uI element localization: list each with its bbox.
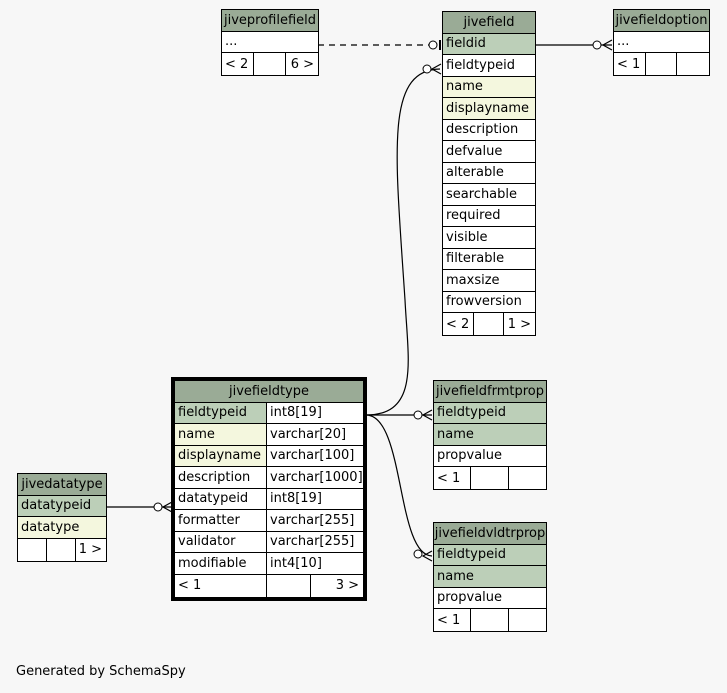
edge-marker-crow xyxy=(421,409,433,421)
column-type: varchar[20] xyxy=(266,423,364,446)
column-name-indexed: displayname xyxy=(174,444,267,467)
table-row: maxsize xyxy=(442,269,536,292)
column-name: description xyxy=(174,466,267,489)
column-name-indexed: name xyxy=(174,423,267,446)
column-name: datatypeid xyxy=(174,487,267,510)
table-row-indexed: name xyxy=(442,75,536,98)
nav-next[interactable]: 1 > xyxy=(503,312,536,336)
table-row-pk: name xyxy=(433,423,547,446)
column-name: formatter xyxy=(174,509,267,532)
edge-marker-circle xyxy=(422,64,432,74)
table-row: propvalue xyxy=(433,444,547,467)
nav-next[interactable]: 1 > xyxy=(74,537,108,562)
table-title: jivefieldfrmtprop xyxy=(433,380,547,403)
column-type: int8[19] xyxy=(266,401,364,424)
column-type: varchar[100] xyxy=(266,444,364,467)
table-row: alterable xyxy=(442,161,536,184)
edge-marker-circle xyxy=(592,40,602,50)
edge-marker-circle xyxy=(428,40,438,50)
table-title: jiveprofilefield xyxy=(221,9,319,32)
table-row: searchable xyxy=(442,183,536,206)
nav-next[interactable] xyxy=(676,52,710,76)
nav-prev[interactable]: < 2 xyxy=(221,52,254,76)
table-row: ... xyxy=(613,30,710,53)
edge-marker-circle xyxy=(413,549,423,559)
column-type: int4[10] xyxy=(266,552,364,575)
nav-next[interactable]: 6 > xyxy=(285,52,319,76)
table-row-indexed: datatype xyxy=(17,516,107,539)
table-row-pk: fieldtypeid xyxy=(433,401,547,424)
table-jivefieldvldtrprop[interactable]: jivefieldvldtrprop fieldtypeid name prop… xyxy=(432,522,548,632)
table-row: visible xyxy=(442,226,536,249)
column-type: varchar[1000] xyxy=(266,466,364,489)
nav-prev[interactable]: < 1 xyxy=(432,608,472,632)
table-jivedatatype[interactable]: jivedatatype datatypeid datatype 1 > xyxy=(17,473,108,562)
column-type: varchar[255] xyxy=(266,509,364,532)
nav-prev[interactable] xyxy=(17,537,47,562)
nav-mid xyxy=(253,52,286,76)
column-type: int8[19] xyxy=(266,487,364,510)
edge-marker-crow xyxy=(601,39,613,51)
column-name: validator xyxy=(174,530,267,553)
nav-mid xyxy=(470,608,509,632)
nav-prev[interactable]: < 2 xyxy=(442,312,474,336)
table-row-pk: fieldtypeid xyxy=(433,543,547,566)
table-row: frowversion xyxy=(442,290,536,313)
table-title: jivefieldoption xyxy=(613,9,710,32)
table-row: fieldtypeid xyxy=(442,54,536,77)
nav-next[interactable]: 3 > xyxy=(310,573,364,598)
table-row: ... xyxy=(221,30,319,53)
table-jivefieldfrmtprop[interactable]: jivefieldfrmtprop fieldtypeid name propv… xyxy=(432,380,548,490)
edge-marker-circle xyxy=(413,410,423,420)
table-row: filterable xyxy=(442,247,536,270)
generated-by-footer: Generated by SchemaSpy xyxy=(16,664,186,679)
table-row-pk: name xyxy=(433,565,547,588)
column-name: modifiable xyxy=(174,552,267,575)
table-jivefieldoption[interactable]: jivefieldoption ... < 1 xyxy=(613,9,710,76)
table-row: required xyxy=(442,204,536,227)
edge-marker-circle xyxy=(153,502,163,512)
nav-next[interactable] xyxy=(507,466,548,490)
nav-mid xyxy=(472,312,505,336)
table-title: jivedatatype xyxy=(17,473,107,496)
table-row: description xyxy=(442,118,536,141)
table-row: propvalue xyxy=(433,586,547,609)
table-jivefield[interactable]: jivefield fieldid fieldtypeid name displ… xyxy=(442,11,536,336)
table-row-pk: datatypeid xyxy=(17,494,107,517)
column-name-pk: fieldtypeid xyxy=(174,401,267,424)
table-title: jivefield xyxy=(442,11,536,34)
nav-prev[interactable]: < 1 xyxy=(613,52,646,76)
table-row-indexed: displayname xyxy=(442,97,536,120)
column-type: varchar[255] xyxy=(266,530,364,553)
edge-fieldtype-vldtrprop xyxy=(365,414,433,557)
table-jiveprofilefield[interactable]: jiveprofilefield ... < 2 6 > xyxy=(221,9,319,76)
edge-marker-crow xyxy=(430,63,442,75)
edge-marker-crow xyxy=(421,550,433,562)
edge-marker-crow xyxy=(161,501,173,513)
nav-mid xyxy=(45,537,76,562)
table-row: defvalue xyxy=(442,140,536,163)
nav-mid xyxy=(644,52,678,76)
nav-prev[interactable]: < 1 xyxy=(432,466,472,490)
nav-mid xyxy=(470,466,509,490)
table-row-pk: fieldid xyxy=(442,32,536,55)
nav-mid xyxy=(266,573,311,598)
table-title: jivefieldtype xyxy=(174,380,364,403)
nav-prev[interactable]: < 1 xyxy=(174,573,267,598)
nav-next[interactable] xyxy=(507,608,548,632)
edge-fieldtype-field xyxy=(365,68,441,416)
table-title: jivefieldvldtrprop xyxy=(433,522,547,545)
